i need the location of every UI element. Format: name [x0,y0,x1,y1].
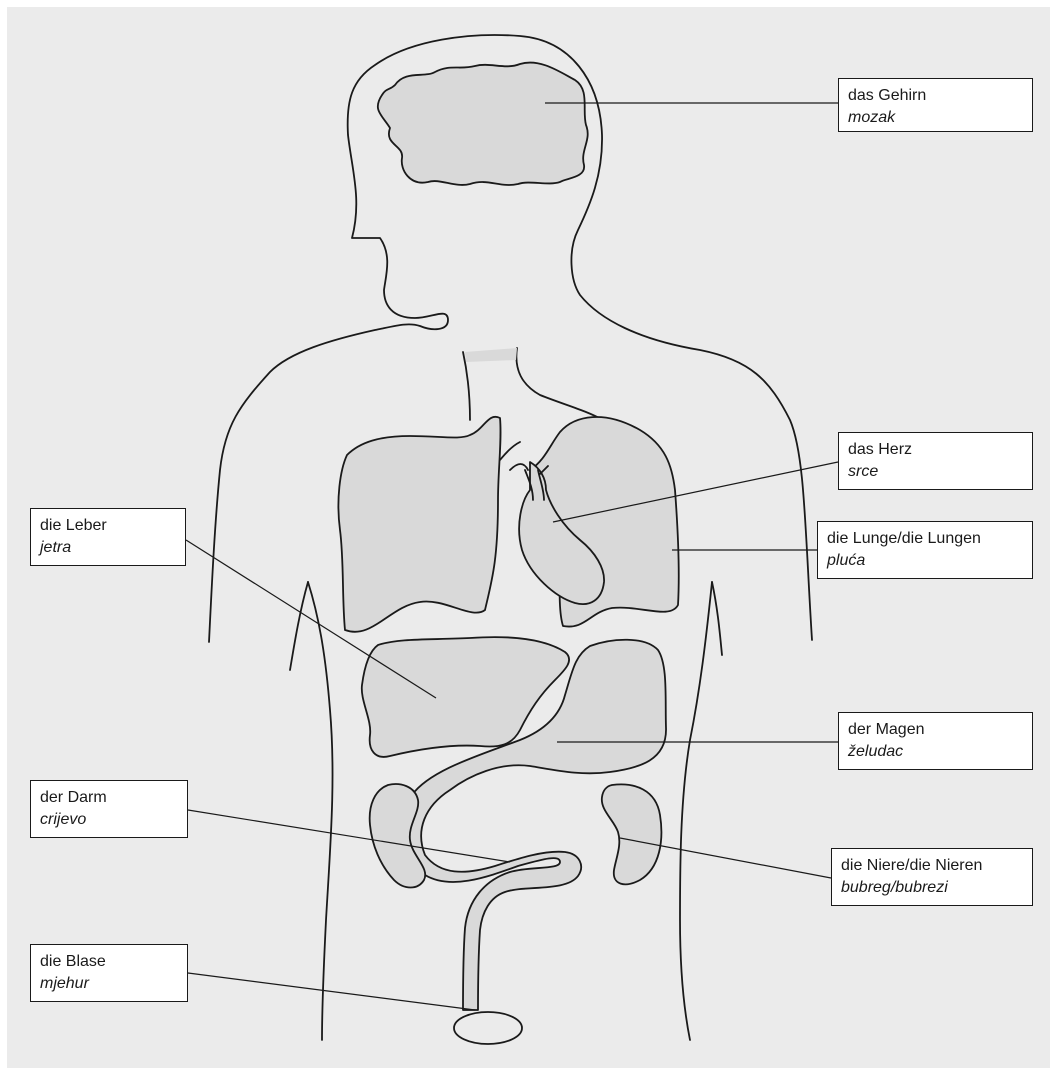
label-brain-term: das Gehirn [848,85,1023,107]
label-stomach-translation: želudac [848,741,1023,763]
label-intestine: der Darm crijevo [30,780,188,838]
label-liver-translation: jetra [40,537,176,559]
label-stomach: der Magen želudac [838,712,1033,770]
left-lung [338,417,500,632]
leader-bladder [188,973,475,1010]
label-liver-term: die Leber [40,515,176,537]
left-flank [290,582,308,670]
label-liver: die Leber jetra [30,508,186,566]
label-bladder-translation: mjehur [40,973,178,995]
label-heart-translation: srce [848,461,1023,483]
label-intestine-term: der Darm [40,787,178,809]
leader-intestine [188,810,510,862]
label-brain-translation: mozak [848,107,1023,129]
right-flank [712,582,722,655]
label-lungs-translation: pluća [827,550,1023,572]
label-bladder: die Blase mjehur [30,944,188,1002]
label-stomach-term: der Magen [848,719,1023,741]
label-heart-term: das Herz [848,439,1023,461]
label-kidneys-translation: bubreg/bubrezi [841,877,1023,899]
trachea-outline-right [516,348,603,420]
label-bladder-term: die Blase [40,951,178,973]
label-lungs: die Lunge/die Lungen pluća [817,521,1033,579]
trachea-outline [463,352,470,420]
label-heart: das Herz srce [838,432,1033,490]
trachea-fill [465,348,517,362]
right-kidney [602,784,662,884]
brain [378,63,588,185]
right-torso-side [680,582,712,1040]
label-kidneys-term: die Niere/die Nieren [841,855,1023,877]
label-brain: das Gehirn mozak [838,78,1033,132]
left-torso-side [308,582,333,1040]
label-kidneys: die Niere/die Nieren bubreg/bubrezi [831,848,1033,906]
label-lungs-term: die Lunge/die Lungen [827,528,1023,550]
bladder [454,1012,522,1044]
label-intestine-translation: crijevo [40,809,178,831]
